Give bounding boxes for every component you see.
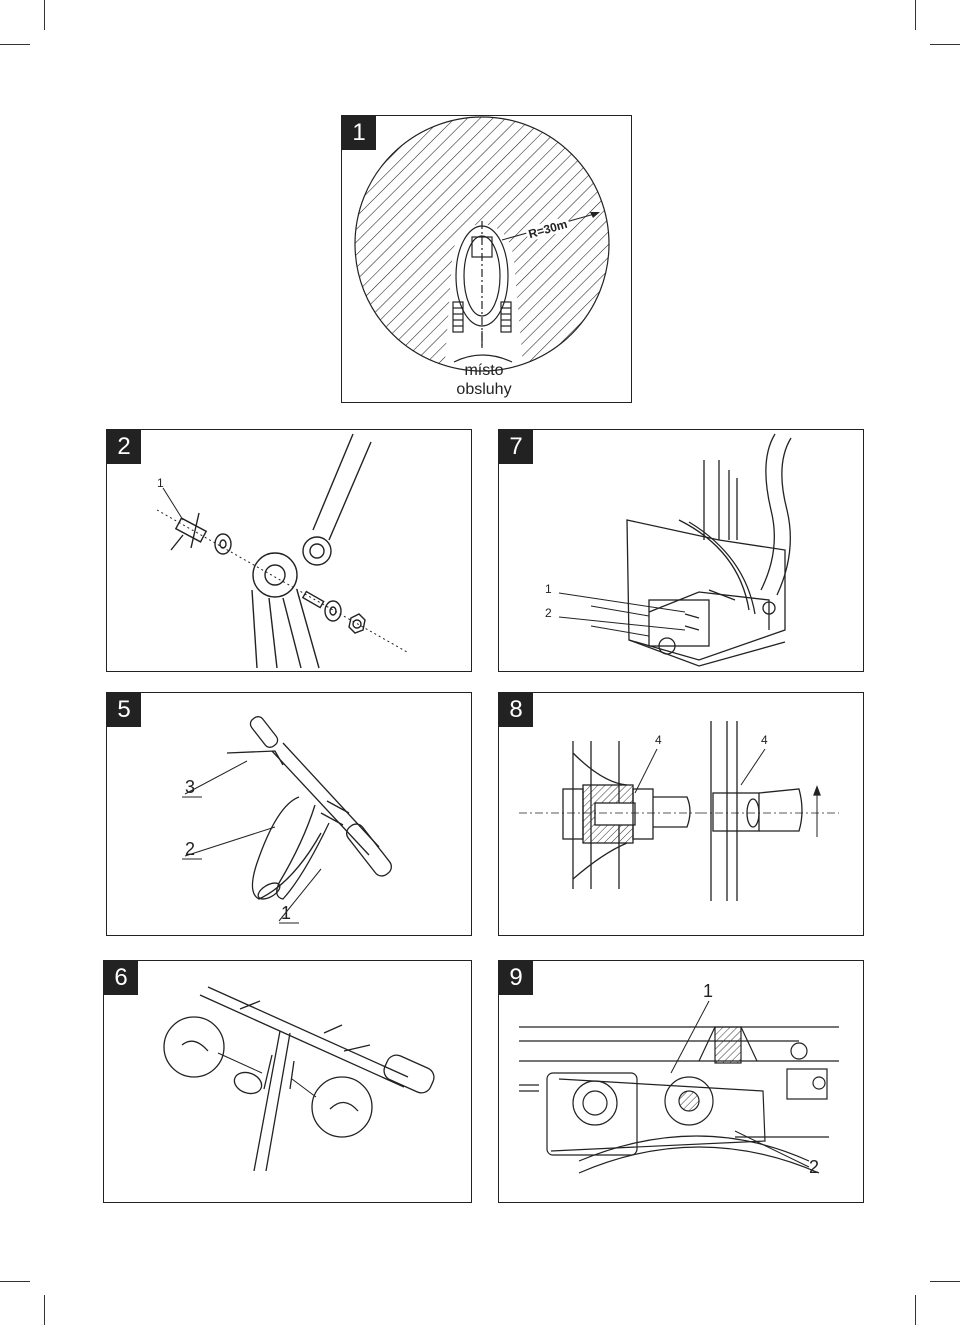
figure-7-callout-1: 1 <box>545 582 552 596</box>
figure-2-drawing <box>156 433 408 669</box>
figure-9-callout-1: 1 <box>703 981 714 1001</box>
figure-5-drawing <box>182 716 392 924</box>
callout-leader-2 <box>184 826 276 857</box>
crop-mark-br-v <box>915 1295 916 1325</box>
callout-leader-1 <box>670 1000 710 1074</box>
figure-2-panel: 2 1 <box>106 429 472 672</box>
callout-leader-1 <box>558 592 686 613</box>
callout-leader-2 <box>558 616 686 631</box>
figure-5-number: 5 <box>107 693 141 727</box>
figure-1-drawing <box>354 116 610 372</box>
figure-7-number: 7 <box>499 430 533 464</box>
figure-8-panel: 8 4 4 <box>498 692 864 936</box>
callout-leader-1 <box>278 868 322 922</box>
callout-leader-3 <box>184 760 248 795</box>
callout-leader-right <box>291 1078 317 1098</box>
crop-mark-tr-v <box>915 0 916 30</box>
figure-8-callout-4a: 4 <box>655 733 662 747</box>
figure-5-callout-1: 1 <box>281 903 292 923</box>
figure-1-number: 1 <box>342 116 376 150</box>
crop-mark-tr-h <box>930 44 960 45</box>
crop-mark-tl-h <box>0 44 30 45</box>
crop-mark-bl-v <box>44 1295 45 1325</box>
callout-leader-1 <box>162 487 184 521</box>
figure-9-number: 9 <box>499 961 533 995</box>
crop-mark-tl-v <box>44 0 45 30</box>
figure-7-panel: 7 1 2 <box>498 429 864 672</box>
figure-5-callout-3: 3 <box>185 777 196 797</box>
tractor-top-view <box>452 221 513 363</box>
figure-1-panel: 1 R=30m místo obsluhy <box>341 115 632 403</box>
figure-6-number: 6 <box>104 961 138 995</box>
figure-2-number: 2 <box>107 430 141 464</box>
crop-mark-bl-h <box>0 1281 30 1282</box>
figure-2-callout-1: 1 <box>157 476 164 490</box>
callout-leader-2 <box>734 1130 810 1168</box>
figure-7-drawing <box>558 433 792 667</box>
operator-position-caption-line1: místo <box>464 362 504 379</box>
callout-leader-4b <box>740 748 766 786</box>
crop-mark-br-h <box>930 1281 960 1282</box>
figure-8-callout-4b: 4 <box>761 733 768 747</box>
figure-9-callout-2: 2 <box>809 1157 820 1177</box>
figure-9-panel: 9 1 2 <box>498 960 864 1203</box>
figure-6-panel: 6 <box>103 960 472 1203</box>
figure-6-drawing <box>163 986 435 1172</box>
figure-7-callout-2: 2 <box>545 606 552 620</box>
figure-9-drawing <box>519 1000 839 1174</box>
figure-5-callout-2: 2 <box>185 839 196 859</box>
figure-5-panel: 5 3 2 1 <box>106 692 472 936</box>
callout-leader-4a <box>634 748 658 794</box>
callout-leader-left <box>217 1052 263 1074</box>
figure-8-number: 8 <box>499 693 533 727</box>
figure-8-drawing <box>519 721 839 901</box>
operator-position-caption-line2: obsluhy <box>456 381 512 398</box>
